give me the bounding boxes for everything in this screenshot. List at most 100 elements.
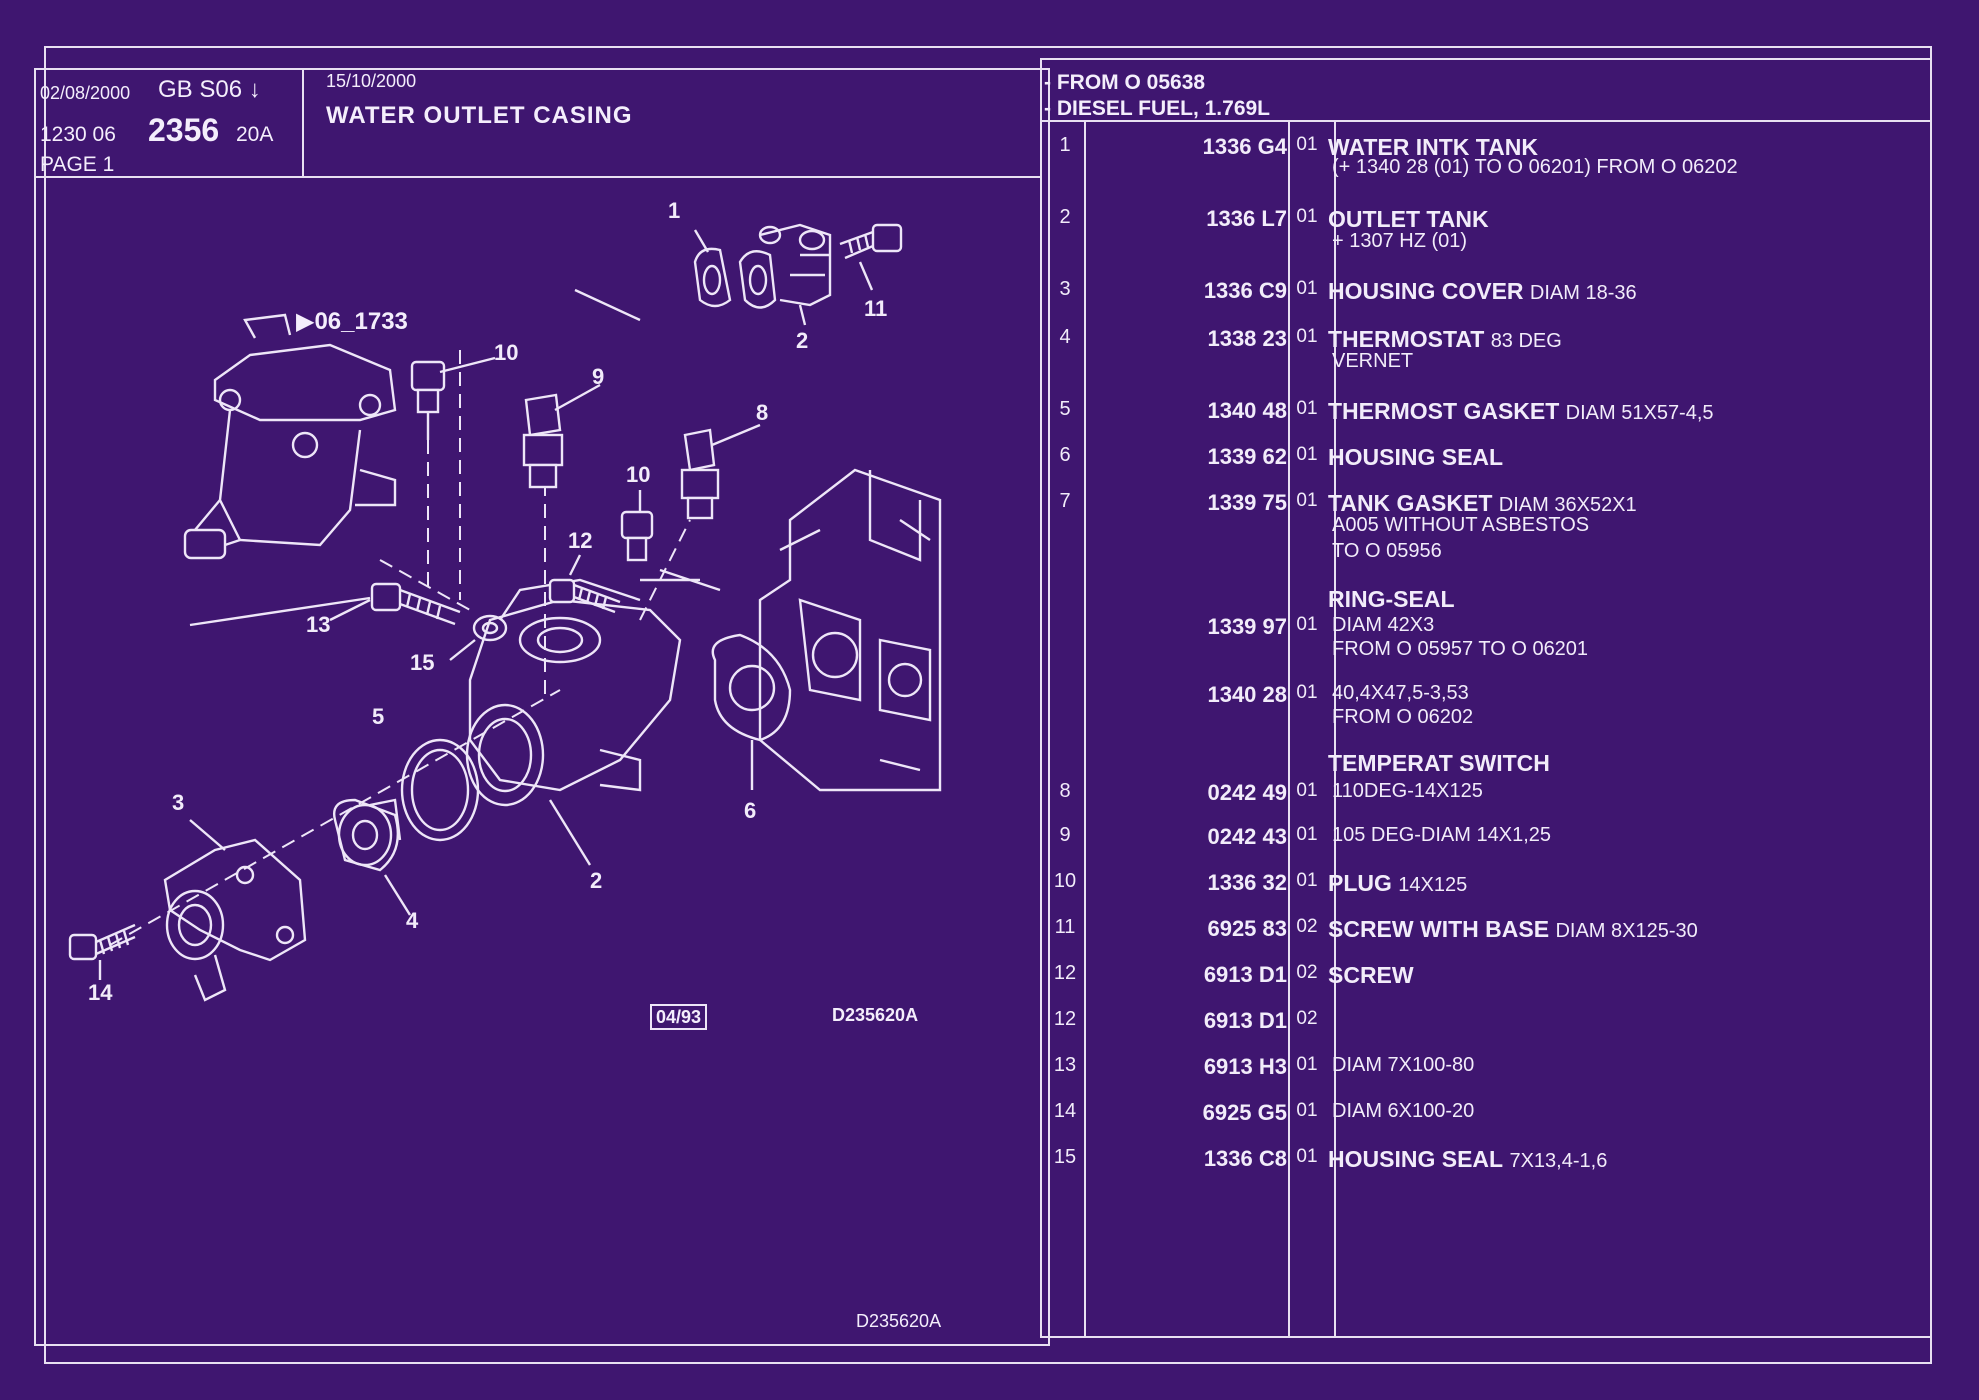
part-quantity: 01 xyxy=(1296,134,1318,155)
callout-11: 11 xyxy=(864,296,888,321)
part-quantity: 01 xyxy=(1296,398,1318,419)
part-number: 15 xyxy=(1053,1146,1077,1168)
part-reference: 1340 28 xyxy=(1207,682,1287,707)
part-detail-extra: FROM O 05957 TO O 06201 xyxy=(1332,638,1589,660)
part-name: WATER INTK TANK xyxy=(1328,134,1538,160)
callout-5: 5 xyxy=(372,704,385,729)
part-number: 7 xyxy=(1059,490,1071,512)
part-quantity: 01 xyxy=(1296,326,1318,347)
part-description: TEMPERAT SWITCH xyxy=(1328,750,1550,777)
part-reference: 1336 C8 xyxy=(1203,1146,1287,1171)
applicability-divider xyxy=(1040,120,1932,122)
part-description: SCREW xyxy=(1328,962,1414,989)
part-spec: DIAM 51X57-4,5 xyxy=(1565,402,1714,424)
part-number: 2 xyxy=(1059,206,1071,228)
applicability-line-2: - DIESEL FUEL, 1.769L xyxy=(1044,97,1271,120)
part-number: 1 xyxy=(1059,134,1071,156)
part-detail-extra: TO O 05956 xyxy=(1332,540,1442,562)
part-detail: DIAM 7X100-80 xyxy=(1332,1054,1475,1076)
part-detail: A005 WITHOUT ASBESTOS xyxy=(1332,514,1590,536)
part-reference: 1340 48 xyxy=(1207,398,1287,423)
part-reference: 1336 32 xyxy=(1207,870,1287,895)
callout-2: 2 xyxy=(590,868,603,893)
part-quantity: 01 xyxy=(1296,870,1318,891)
part-spec: 83 DEG xyxy=(1490,330,1562,352)
part-reference: 1339 97 xyxy=(1207,614,1287,639)
part-quantity: 01 xyxy=(1296,682,1318,703)
part-reference: 1338 23 xyxy=(1207,326,1287,351)
part-quantity: 01 xyxy=(1296,490,1318,511)
part-detail: VERNET xyxy=(1332,350,1414,372)
part-quantity: 01 xyxy=(1296,780,1318,801)
part-description: TANK GASKET DIAM 36X52X1 xyxy=(1328,490,1637,517)
part-spec: DIAM 18-36 xyxy=(1529,282,1637,304)
part-number: 3 xyxy=(1059,278,1071,300)
part-number: 13 xyxy=(1053,1054,1077,1076)
part-name: TEMPERAT SWITCH xyxy=(1328,750,1550,776)
part-reference: 6925 G5 xyxy=(1202,1100,1287,1125)
col-line-qty xyxy=(1334,120,1336,1338)
part-name: HOUSING SEAL xyxy=(1328,444,1504,470)
header-date: 02/08/2000 xyxy=(40,83,131,103)
part-detail: + 1307 HZ (01) xyxy=(1332,230,1468,252)
callout-10-lower: 10 xyxy=(626,462,651,487)
part-reference: 6913 D1 xyxy=(1203,1008,1287,1033)
part-name: HOUSING COVER xyxy=(1328,278,1524,304)
part-detail: 110DEG-14X125 xyxy=(1332,780,1483,802)
part-spec: 14X125 xyxy=(1398,874,1468,896)
header-code-b: 20A xyxy=(236,123,274,146)
part-name: SCREW xyxy=(1328,962,1414,988)
part-quantity: 01 xyxy=(1296,1100,1318,1121)
part-description: THERMOST GASKET DIAM 51X57-4,5 xyxy=(1328,398,1714,425)
part-reference: 1336 C9 xyxy=(1203,278,1287,303)
part-quantity: 01 xyxy=(1296,444,1318,465)
part-reference: 6913 D1 xyxy=(1203,962,1287,987)
part-detail: (+ 1340 28 (01) TO O 06201) FROM O 06202 xyxy=(1332,156,1738,178)
header-code-main: 2356 xyxy=(148,112,220,148)
col-line-no xyxy=(1084,120,1086,1338)
header-divider xyxy=(34,176,1040,178)
callout-3: 3 xyxy=(172,790,185,815)
part-detail: 40,4X47,5-3,53 xyxy=(1332,682,1469,704)
part-reference: 6913 H3 xyxy=(1203,1054,1287,1079)
part-description: THERMOSTAT 83 DEG xyxy=(1328,326,1562,353)
part-detail: DIAM 42X3 xyxy=(1332,614,1435,636)
part-description: SCREW WITH BASE DIAM 8X125-30 xyxy=(1328,916,1698,943)
part-name: SCREW WITH BASE xyxy=(1328,916,1550,942)
part-name: PLUG xyxy=(1328,870,1392,896)
part-reference: 0242 49 xyxy=(1207,780,1287,805)
part-spec: DIAM 8X125-30 xyxy=(1555,920,1698,942)
part-number: 6 xyxy=(1059,444,1071,466)
part-spec: 7X13,4-1,6 xyxy=(1509,1150,1608,1172)
part-number: 8 xyxy=(1059,780,1071,802)
part-name: TANK GASKET xyxy=(1328,490,1493,516)
part-number: 5 xyxy=(1059,398,1071,420)
left-panel-frame xyxy=(34,68,1050,1346)
part-reference: 1336 G4 xyxy=(1202,134,1287,159)
callout-13: 13 xyxy=(306,612,331,637)
part-quantity: 02 xyxy=(1296,916,1318,937)
part-description: HOUSING COVER DIAM 18-36 xyxy=(1328,278,1637,305)
header-gb-code: GB S06 ↓ xyxy=(158,76,261,103)
part-number: 11 xyxy=(1054,916,1076,938)
part-description: WATER INTK TANK xyxy=(1328,134,1538,161)
callout-1: 2 xyxy=(796,328,809,353)
callout-6: 6 xyxy=(744,798,757,823)
part-description: RING-SEAL xyxy=(1328,586,1455,613)
part-number: 12 xyxy=(1053,962,1077,984)
part-reference: 6925 83 xyxy=(1207,916,1287,941)
header-code-a: 1230 06 xyxy=(40,123,116,146)
part-reference: 1339 62 xyxy=(1207,444,1287,469)
diagram-reference: ▶06_1733 xyxy=(296,308,408,335)
part-quantity: 01 xyxy=(1296,824,1318,845)
part-name: RING-SEAL xyxy=(1328,586,1455,612)
part-name: HOUSING SEAL xyxy=(1328,1146,1504,1172)
part-quantity: 02 xyxy=(1296,1008,1318,1029)
part-quantity: 01 xyxy=(1296,1146,1318,1167)
part-reference: 1336 L7 xyxy=(1206,206,1287,231)
part-detail-extra: FROM O 06202 xyxy=(1332,706,1474,728)
part-description: PLUG 14X125 xyxy=(1328,870,1467,897)
part-reference: 0242 43 xyxy=(1207,824,1287,849)
part-quantity: 01 xyxy=(1296,1054,1318,1075)
